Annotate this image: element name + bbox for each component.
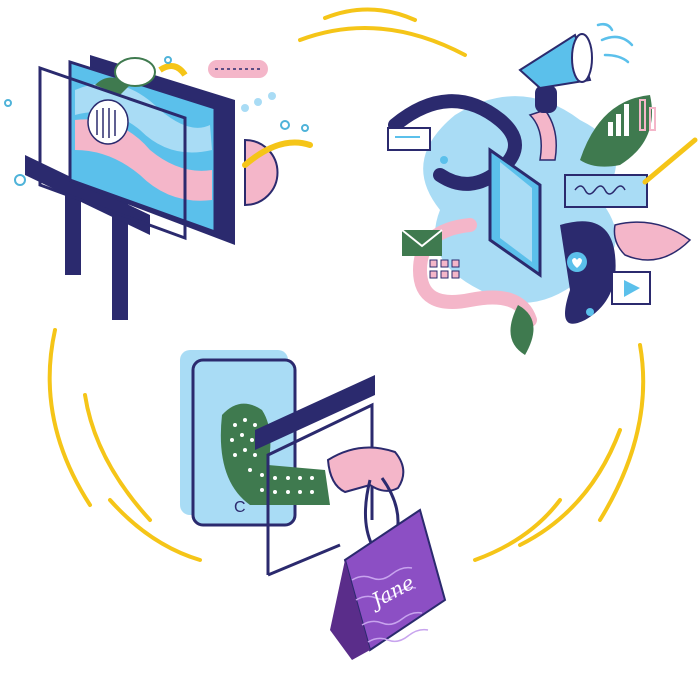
billboard-icon	[4, 55, 313, 320]
megaphone-monitor-icon	[387, 22, 698, 355]
phone-shopping-bag-icon: C Jane	[180, 350, 447, 660]
cycle-arcs	[47, 7, 646, 562]
phone-home-button: C	[234, 499, 246, 516]
